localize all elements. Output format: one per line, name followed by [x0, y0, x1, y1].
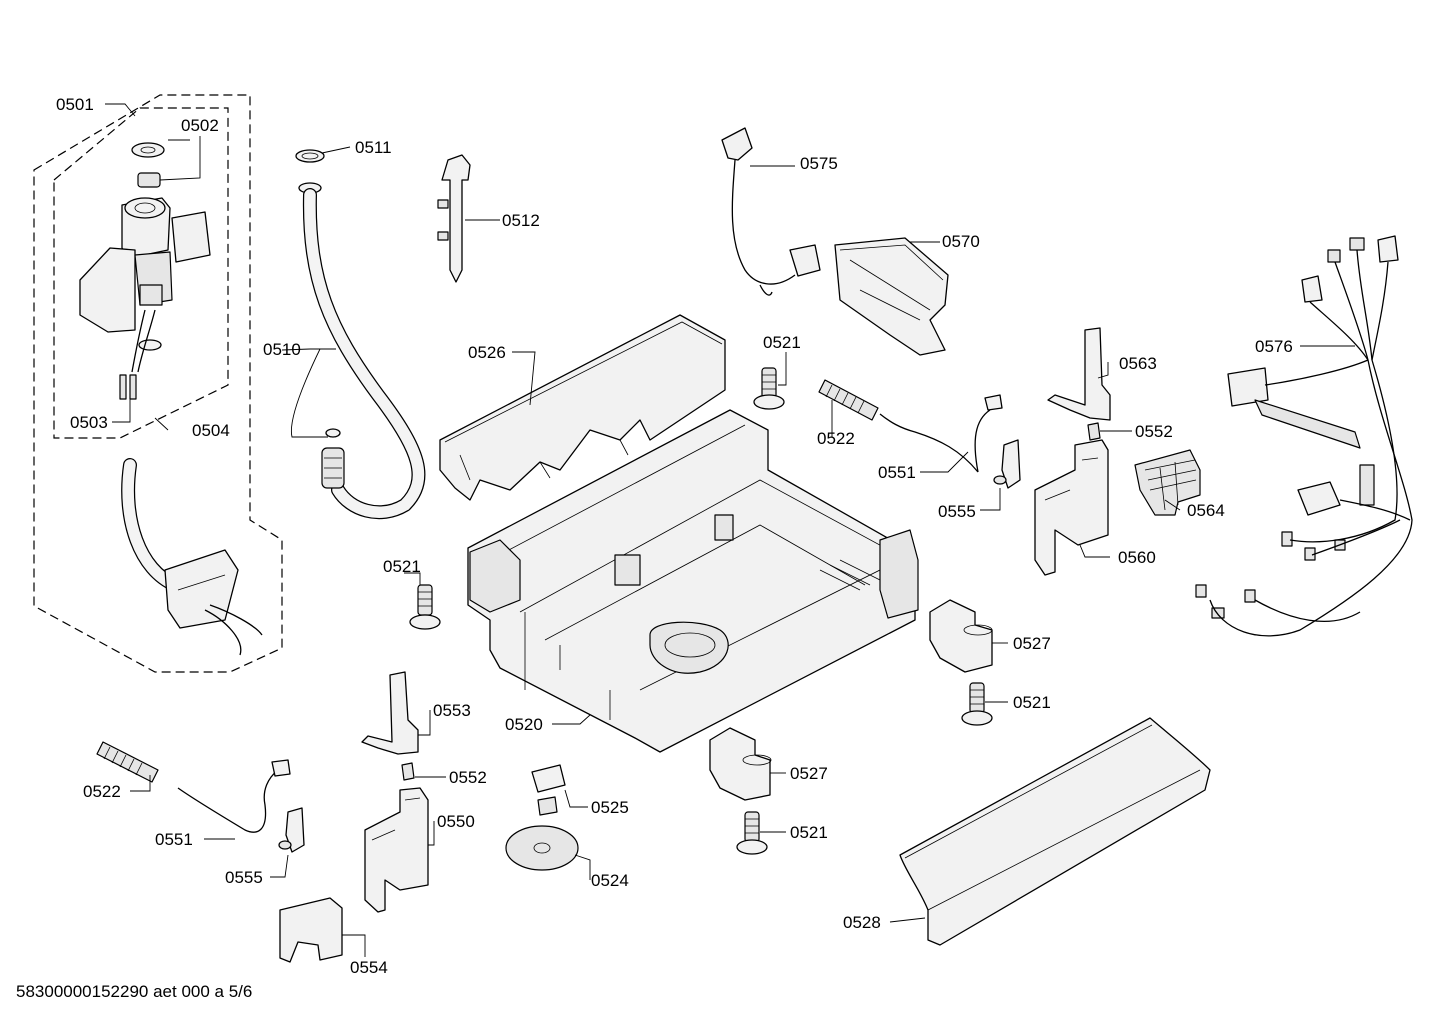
part-labels: 0501 0502 0503 0504 0510 0511 0512 0520 …	[56, 95, 1293, 977]
group-0501-outline	[33, 94, 283, 673]
label-0521-upper: 0521	[763, 333, 801, 352]
label-0512: 0512	[502, 211, 540, 230]
label-0555-lower: 0555	[225, 868, 263, 887]
label-0521-left: 0521	[383, 557, 421, 576]
label-0520: 0520	[505, 715, 543, 734]
inlet-valve-assembly	[79, 142, 211, 400]
label-0553: 0553	[433, 701, 471, 720]
spring-lower	[96, 741, 291, 833]
label-0576: 0576	[1255, 337, 1293, 356]
bracket-0512	[437, 154, 471, 283]
label-0521-lower: 0521	[790, 823, 828, 842]
label-0522-upper: 0522	[817, 429, 855, 448]
label-0524: 0524	[591, 871, 629, 890]
foot-screw-lower	[736, 811, 768, 855]
label-0570: 0570	[942, 232, 980, 251]
label-0502: 0502	[181, 116, 219, 135]
label-0510: 0510	[263, 340, 301, 359]
label-0526: 0526	[468, 343, 506, 362]
label-0522-lower: 0522	[83, 782, 121, 801]
inlet-hose	[121, 458, 263, 656]
rack-0564	[1134, 449, 1201, 516]
label-0525: 0525	[591, 798, 629, 817]
clip-0555-lower	[278, 807, 305, 853]
foot-cover-0527-right	[929, 599, 993, 673]
label-0555-upper: 0555	[938, 502, 976, 521]
cover-0526	[439, 314, 726, 501]
wiring-harness	[1195, 235, 1413, 637]
label-0503: 0503	[70, 413, 108, 432]
control-module	[834, 237, 949, 356]
drain-hose	[295, 149, 426, 520]
spring-upper	[818, 379, 1003, 473]
leader-lines	[105, 103, 1355, 957]
hinge-0553	[361, 671, 419, 755]
label-0564: 0564	[1187, 501, 1225, 520]
label-0551-lower: 0551	[155, 830, 193, 849]
label-0527-center: 0527	[790, 764, 828, 783]
label-0554: 0554	[350, 958, 388, 977]
sensor-0525	[531, 764, 566, 816]
label-0551-upper: 0551	[878, 463, 916, 482]
label-0501: 0501	[56, 95, 94, 114]
foot-screw-left	[409, 584, 441, 630]
label-0552-upper: 0552	[1135, 422, 1173, 441]
clip-0555-upper	[993, 439, 1021, 489]
label-0560: 0560	[1118, 548, 1156, 567]
clip-0552-upper	[1087, 422, 1101, 441]
power-cord	[721, 127, 821, 296]
foot-screw-right	[961, 682, 993, 726]
base-tub-0520	[467, 409, 919, 753]
label-0575: 0575	[800, 154, 838, 173]
group-0502-outline	[53, 107, 229, 439]
bracket-0550	[364, 787, 429, 913]
label-0563: 0563	[1119, 354, 1157, 373]
foot-screw-upper	[753, 367, 785, 410]
label-0511: 0511	[355, 138, 392, 157]
plinth-0528	[899, 717, 1211, 946]
label-0550: 0550	[437, 812, 475, 831]
hinge-0563	[1047, 327, 1111, 421]
label-0527-right: 0527	[1013, 634, 1051, 653]
disk-0524	[505, 825, 579, 871]
label-0552-lower: 0552	[449, 768, 487, 787]
bracket-0554	[279, 897, 343, 963]
drawing-reference-footer: 58300000152290 aet 000 a 5/6	[16, 982, 253, 1001]
foot-cover-0527-center	[709, 727, 772, 801]
label-0521-right: 0521	[1013, 693, 1051, 712]
clip-0552-lower	[401, 762, 415, 781]
label-0504: 0504	[192, 421, 230, 440]
bracket-0560	[1034, 439, 1109, 576]
label-0528: 0528	[843, 913, 881, 932]
